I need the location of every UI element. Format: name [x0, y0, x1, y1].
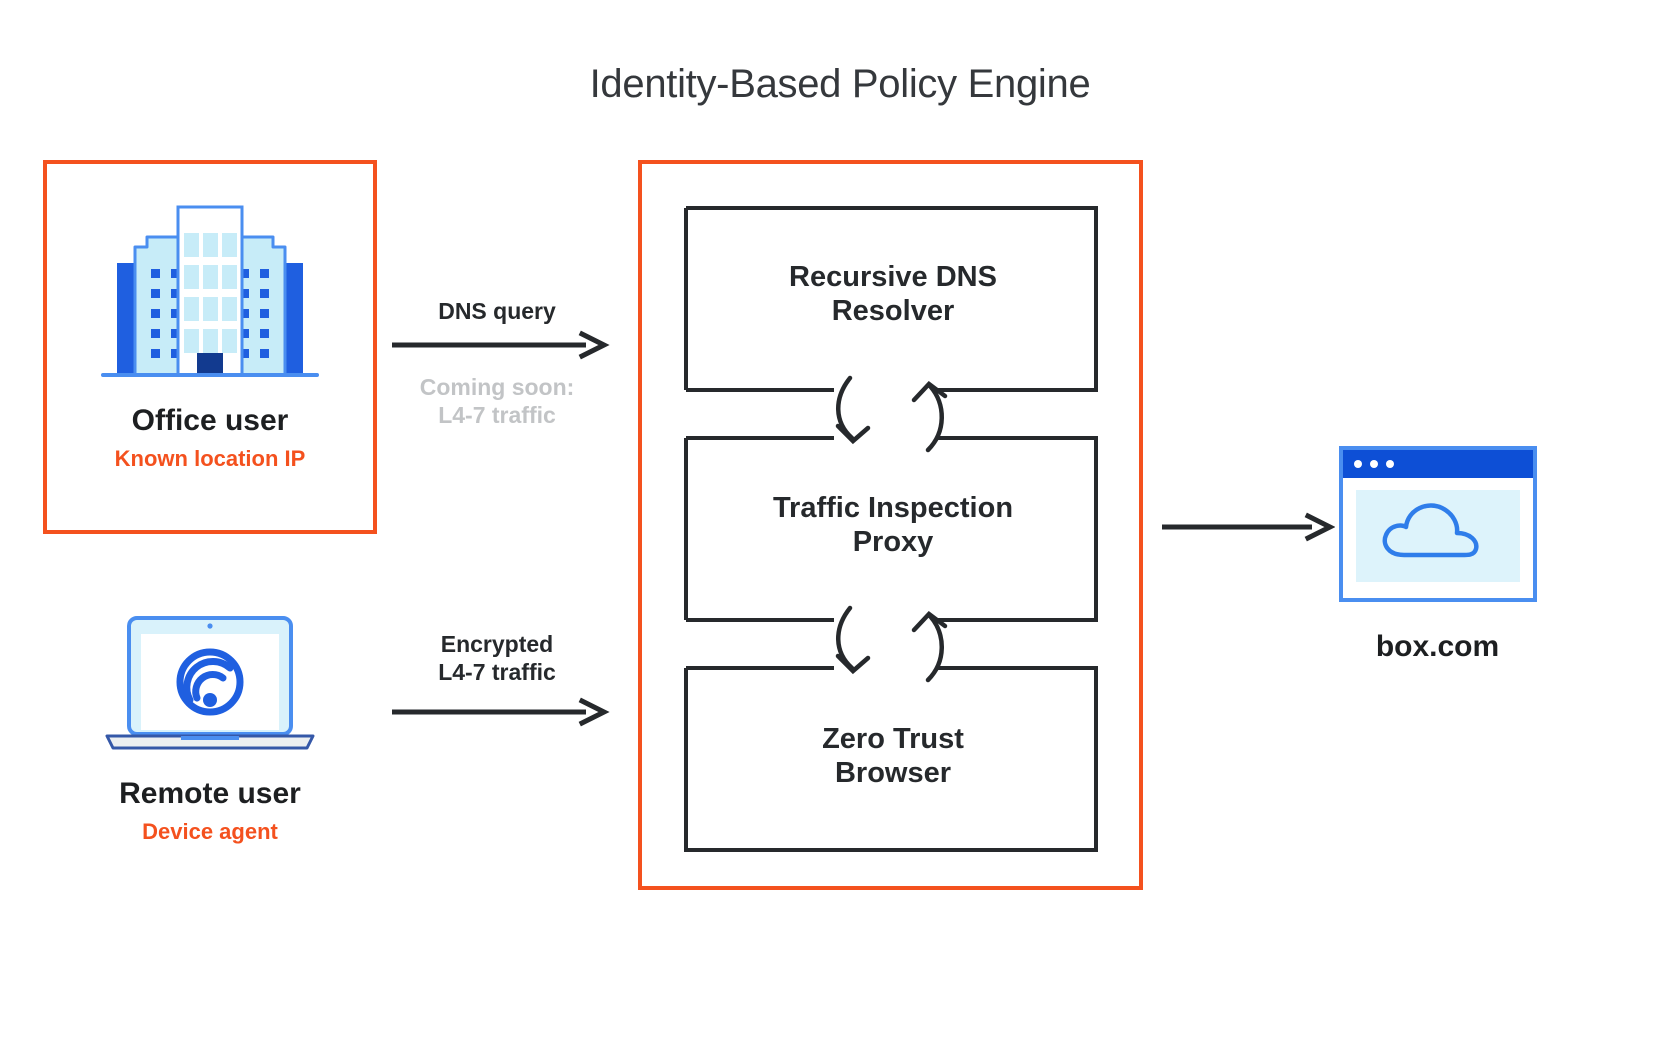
flow-label-dns-query: DNS query [382, 297, 612, 325]
office-building-icon [85, 185, 335, 390]
actor-remote-user: Remote user Device agent [43, 608, 377, 844]
engine-box-2-line1: Traffic Inspection [772, 492, 1014, 524]
flow-coming-soon-line2: L4-7 traffic [438, 402, 556, 429]
actor-remote-user-title: Remote user [119, 777, 301, 810]
flow-coming-soon-line1: Coming soon: [419, 374, 575, 400]
actor-office-user: Office user Known location IP [43, 185, 377, 471]
page-title: Identity-Based Policy Engine [589, 62, 1091, 106]
engine-box-1-line1: Recursive DNS [789, 261, 997, 293]
browser-cloud-icon [1338, 445, 1538, 608]
engine-box-3-line1: Zero Trust [822, 723, 964, 755]
engine-box-3-line2: Browser [834, 757, 952, 790]
engine-box-1-line2: Resolver [831, 295, 955, 328]
arrow-right-icon-destination [1160, 512, 1336, 547]
engine-box-zero-trust-browser: Zero Trust Browser [683, 722, 1103, 790]
arrow-right-icon-dns [390, 330, 610, 365]
arrow-right-icon-encrypted [390, 697, 610, 732]
policy-engine-frame [638, 160, 1143, 890]
flow-encrypted-line2: L4-7 traffic [438, 659, 556, 686]
actor-office-user-subtitle: Known location IP [114, 446, 306, 471]
actor-office-user-title: Office user [131, 404, 289, 437]
flow-label-coming-soon: Coming soon: L4-7 traffic [382, 373, 612, 429]
policy-engine-internals [638, 160, 1143, 895]
flow-dns-query-text: DNS query [438, 298, 556, 324]
actor-remote-user-subtitle: Device agent [142, 819, 278, 844]
destination-title: box.com [1375, 630, 1500, 663]
engine-box-recursive-dns-resolver: Recursive DNS Resolver [683, 260, 1103, 328]
flow-encrypted-line1: Encrypted [440, 631, 554, 657]
engine-box-2-line2: Proxy [852, 526, 934, 559]
flow-label-encrypted-traffic: Encrypted L4-7 traffic [382, 630, 612, 686]
destination-box-com: box.com [1330, 445, 1545, 664]
laptop-wifi-icon [85, 608, 335, 763]
engine-box-traffic-inspection-proxy: Traffic Inspection Proxy [683, 491, 1103, 559]
